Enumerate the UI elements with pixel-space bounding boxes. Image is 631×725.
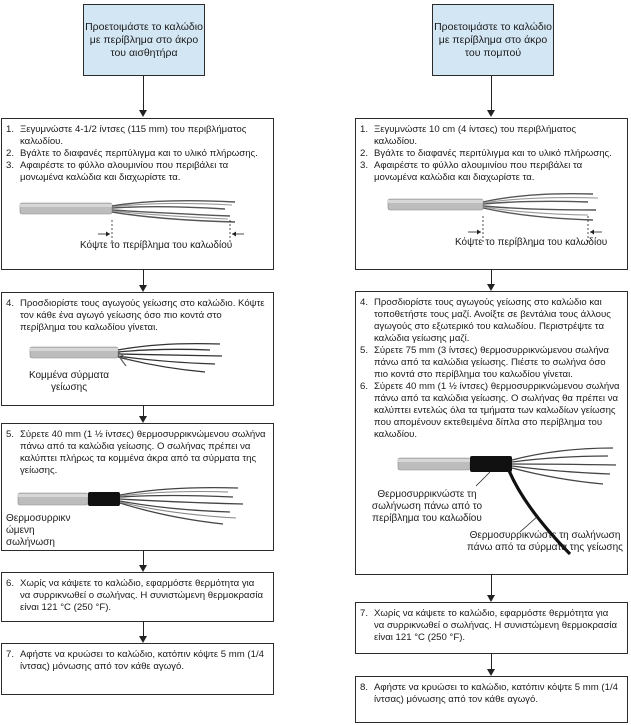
left-step-box-4: 6.Χωρίς να κάψετε το καλώδιο, εφαρμόστε … — [1, 572, 274, 622]
step-item: 3.Αφαιρέστε το φύλλο αλουμινίου που περι… — [360, 160, 583, 183]
connector-arrow — [487, 284, 495, 291]
right-step-box-3: 7.Χωρίς να κάψετε το καλώδιο, εφαρμόστε … — [355, 602, 628, 654]
right-step-box-4: 8.Αφήστε να κρυώσει το καλώδιο, κατόπιν … — [355, 676, 628, 723]
step-item: 7.Χωρίς να κάψετε το καλώδιο, εφαρμόστε … — [360, 608, 618, 643]
left-caption-cut-drain: Κομμένα σύρματα γείωσης — [28, 370, 110, 393]
stripped-cable-illustration — [19, 199, 244, 244]
right-caption-shrink-over-jacket: Θερμοσυρρικνώστε τη σωλήνωση πάνω από το… — [371, 489, 483, 524]
left-caption-cut-jacket: Κόψτε το περίβλημα του καλωδίου — [80, 240, 233, 251]
step-item: 5.Σύρετε 40 mm (1 ½ ίντσες) θερμοσυρρικν… — [6, 429, 266, 476]
left-step-box-1: 1.Ξεγυμνώστε 4-1/2 ίντσες (115 mm) του π… — [1, 118, 274, 270]
connector-arrow — [139, 285, 147, 292]
connector — [143, 550, 144, 565]
connector — [491, 269, 492, 284]
connector — [143, 76, 144, 110]
connector-arrow — [487, 669, 495, 676]
connector-arrow — [139, 565, 147, 572]
connector — [143, 269, 144, 285]
left-caption-heat-shrink: Θερμοσυρρικν ώμενη σωλήνωση — [6, 513, 71, 548]
step-item: 1.Ξεγυμνώστε 10 cm (4 ίντσες) του περιβλ… — [360, 124, 576, 147]
connector — [491, 574, 492, 595]
step-item: 3.Αφαιρέστε το φύλλο αλουμινίου που περι… — [6, 160, 229, 183]
right-caption-cut-jacket: Κόψτε το περίβλημα του καλωδίου — [455, 237, 608, 248]
connector-arrow — [139, 416, 147, 423]
left-header: Προετοιμάστε το καλώδιο με περίβλημα στο… — [83, 4, 205, 76]
connector-arrow — [139, 636, 147, 643]
step-item: 7.Αφήστε να κρυώσει το καλώδιο, κατόπιν … — [6, 649, 264, 672]
heat-shrink-drain-illustration — [17, 486, 244, 525]
connector — [143, 405, 144, 416]
connector — [491, 76, 492, 110]
connector — [491, 653, 492, 669]
step-item: 1.Ξεγυμνώστε 4-1/2 ίντσες (115 mm) του π… — [6, 124, 247, 147]
heat-shrink-cable-illustration — [397, 447, 617, 556]
right-caption-shrink-over-drain: Θερμοσυρρικνώστε τη σωλήνωση πάνω από τα… — [467, 530, 623, 553]
connector — [143, 621, 144, 636]
step-item: 4.Προσδιορίστε τους αγωγούς γείωσης στο … — [360, 297, 611, 344]
left-step-box-5: 7.Αφήστε να κρυώσει το καλώδιο, κατόπιν … — [1, 643, 274, 695]
stripped-cable-illustration — [387, 192, 602, 242]
cut-drain-wires-illustration — [29, 342, 223, 373]
step-item: 2.Βγάλτε το διαφανές περιτύλιγμα και το … — [360, 148, 612, 159]
right-header: Προετοιμάστε το καλώδιο με περίβλημα στο… — [432, 4, 554, 76]
right-header-text: Προετοιμάστε το καλώδιο με περίβλημα στο… — [434, 20, 552, 59]
step-item: 4.Προσδιορίστε τους αγωγούς γείωσης στο … — [6, 298, 265, 333]
connector-arrow — [139, 110, 147, 117]
left-header-text: Προετοιμάστε το καλώδιο με περίβλημα στο… — [85, 20, 203, 59]
connector-arrow — [487, 110, 495, 117]
step-item: 5.Σύρετε 75 mm (3 ίντσες) θερμοσυρρικνώμ… — [360, 345, 609, 380]
right-step-box-2: 4.Προσδιορίστε τους αγωγούς γείωσης στο … — [355, 291, 628, 575]
step-item: 8.Αφήστε να κρυώσει το καλώδιο, κατόπιν … — [360, 682, 618, 705]
step-item: 6.Χωρίς να κάψετε το καλώδιο, εφαρμόστε … — [6, 578, 264, 613]
left-step-box-3: 5.Σύρετε 40 mm (1 ½ ίντσες) θερμοσυρρικν… — [1, 423, 274, 551]
connector-arrow — [487, 595, 495, 602]
step-item: 2.Βγάλτε το διαφανές περιτύλιγμα και το … — [6, 148, 258, 159]
step-item: 6.Σύρετε 40 mm (1 ½ ίντσες) θερμοσυρρικν… — [360, 381, 620, 440]
